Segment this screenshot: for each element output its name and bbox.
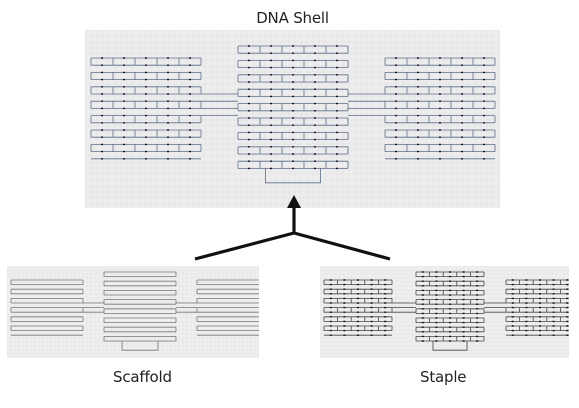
scaffold-loop: [121, 341, 159, 351]
dna-shell-design-drawing: [85, 30, 500, 208]
crossovers: [237, 46, 349, 169]
bridge-helices: [201, 93, 385, 116]
crossovers: [90, 58, 202, 152]
breakpoint-marks: [248, 45, 338, 170]
crossovers: [196, 280, 198, 331]
breakpoint-marks: [395, 57, 485, 160]
helix-rows: [104, 271, 176, 342]
breakpoint-marks: [421, 271, 479, 342]
crossovers: [323, 280, 393, 331]
scaffold-drawing: [7, 266, 259, 358]
crossovers: [415, 272, 485, 341]
helix-rows: [11, 279, 83, 336]
helix-rows: [506, 279, 569, 336]
dna-shell-design-panel: [85, 30, 500, 208]
scaffold-loop: [432, 341, 468, 351]
staple-design-panel: [320, 266, 569, 358]
crossovers: [103, 272, 177, 341]
scaffold-design-panel: [7, 266, 259, 358]
scaffold-label: Scaffold: [113, 368, 172, 386]
scaffold-loop: [265, 168, 321, 184]
crossovers: [10, 280, 84, 331]
breakpoint-marks: [101, 57, 191, 160]
bridge-helices: [392, 302, 506, 313]
staple-label: Staple: [420, 368, 467, 386]
background-grid: [85, 30, 500, 208]
bridge-helices: [83, 302, 197, 313]
crossovers: [505, 280, 561, 331]
helix-rows: [197, 279, 259, 336]
crossovers: [384, 58, 496, 152]
page-title: DNA Shell: [256, 9, 329, 27]
staple-drawing: [320, 266, 569, 358]
breakpoint-marks: [329, 279, 387, 336]
breakpoint-marks: [511, 279, 569, 336]
helix-rows: [416, 271, 484, 342]
